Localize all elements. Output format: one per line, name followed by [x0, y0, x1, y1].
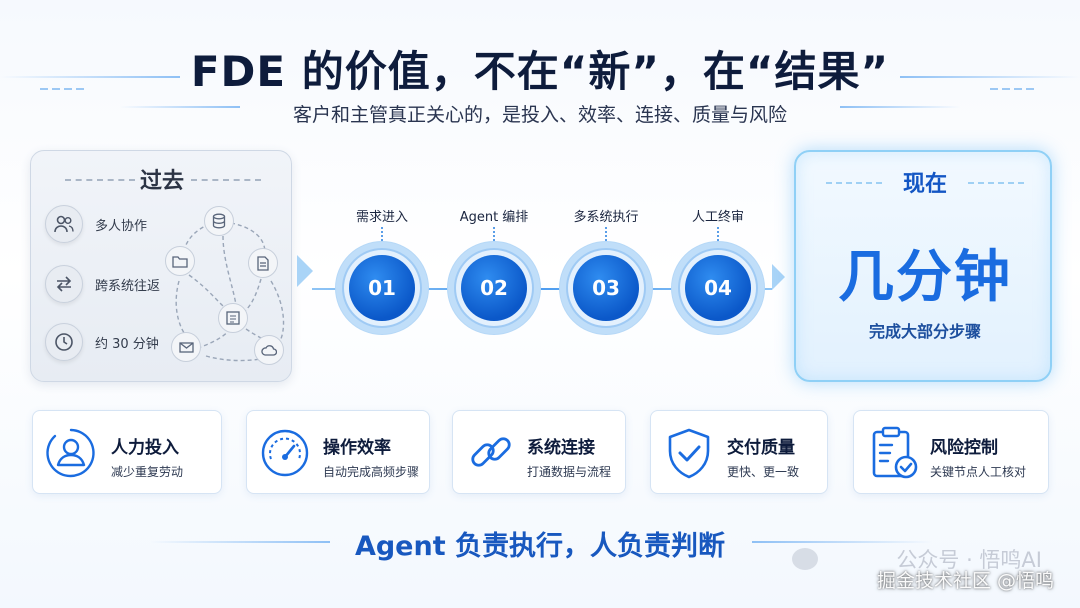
card-title: 人力投入: [111, 438, 179, 458]
past-row-cross-system: 跨系统往返: [45, 265, 160, 303]
past-row-duration: 约 30 分钟: [45, 323, 159, 361]
step-2-dots: [493, 227, 495, 245]
card-title: 风险控制: [930, 438, 998, 458]
header-deco-dashes-right: [990, 88, 1034, 90]
card-subtitle: 减少重复劳动: [111, 465, 184, 479]
now-title-dashes-right: [968, 182, 1024, 184]
past-title-dashes: [65, 179, 135, 181]
footer-line-left: [150, 541, 330, 543]
database-icon: [204, 206, 234, 236]
page-subtitle: 客户和主管真正关心的，是投入、效率、连接、质量与风险: [292, 104, 787, 126]
gauge-icon: [259, 427, 311, 483]
footer-line-right: [752, 541, 932, 543]
now-panel: 现在 几分钟 完成大部分步骤: [794, 150, 1052, 382]
step-1-circle: 01: [349, 255, 415, 321]
now-title-dashes-left: [826, 182, 882, 184]
swap-arrows-icon: [45, 265, 83, 303]
now-headline: 几分钟: [838, 245, 1012, 310]
step-4-label: 人工终审: [691, 210, 744, 225]
card-subtitle: 打通数据与流程: [527, 465, 612, 479]
footer-slogan: Agent 负责执行，人负责判断: [354, 531, 726, 562]
card-quality: 交付质量 更快、更一致: [650, 410, 828, 494]
card-title: 操作效率: [323, 438, 391, 458]
header-deco-line-right: [900, 76, 1080, 78]
card-risk: 风险控制 关键节点人工核对: [853, 410, 1049, 494]
step-2-circle: 02: [461, 255, 527, 321]
card-subtitle: 关键节点人工核对: [930, 465, 1027, 479]
step-3-label: 多系统执行: [573, 210, 639, 225]
header-deco-dashes-left: [40, 88, 84, 90]
past-row-label: 多人协作: [95, 218, 148, 234]
step-4-dots: [717, 227, 719, 245]
mail-icon: [171, 332, 201, 362]
steps-connector-line: [312, 288, 772, 290]
header-deco-line-right-2: [840, 106, 960, 108]
shield-check-icon: [665, 427, 713, 483]
past-row-label: 跨系统往返: [95, 278, 161, 294]
card-subtitle: 更快、更一致: [727, 465, 800, 479]
past-title: 过去: [139, 169, 184, 194]
header-deco-line-left-2: [120, 106, 240, 108]
step-3-dots: [605, 227, 607, 245]
step-3-circle: 03: [573, 255, 639, 321]
step-1-dots: [381, 227, 383, 245]
cloud-icon: [254, 335, 284, 365]
card-subtitle: 自动完成高频步骤: [323, 465, 420, 479]
past-row-collab: 多人协作: [45, 205, 147, 243]
list-icon: [218, 303, 248, 333]
header-deco-line-left: [0, 76, 180, 78]
step-4-circle: 04: [685, 255, 751, 321]
folder-icon: [165, 246, 195, 276]
card-connection: 系统连接 打通数据与流程: [452, 410, 626, 494]
past-panel: 过去 多人协作 跨系统往返 约 30 分钟: [30, 150, 292, 382]
card-title: 系统连接: [527, 438, 595, 458]
clipboard-check-icon: [870, 425, 920, 485]
card-labor: 人力投入 减少重复劳动: [32, 410, 222, 494]
card-efficiency: 操作效率 自动完成高频步骤: [246, 410, 430, 494]
person-icon: [45, 427, 97, 483]
people-icon: [45, 205, 83, 243]
step-1-label: 需求进入: [355, 210, 408, 225]
card-title: 交付质量: [727, 438, 795, 458]
document-icon: [248, 248, 278, 278]
clock-icon: [45, 323, 83, 361]
past-row-label: 约 30 分钟: [95, 336, 159, 352]
step-2-label: Agent 编排: [459, 210, 529, 225]
steps-to-now-arrow: [772, 264, 785, 290]
page-title: FDE 的价值，不在“新”，在“结果”: [190, 47, 890, 96]
past-title-dashes-right: [191, 179, 261, 181]
link-icon: [465, 427, 517, 483]
watermark-line-1: 公众号 · 悟鸣AI: [896, 548, 1042, 572]
now-title: 现在: [902, 172, 947, 197]
past-to-steps-arrow: [297, 255, 313, 287]
watermark-logo-icon: [792, 548, 818, 570]
now-subtitle: 完成大部分步骤: [868, 322, 981, 341]
watermark-line-2: 掘金技术社区 @悟鸣: [876, 570, 1054, 592]
